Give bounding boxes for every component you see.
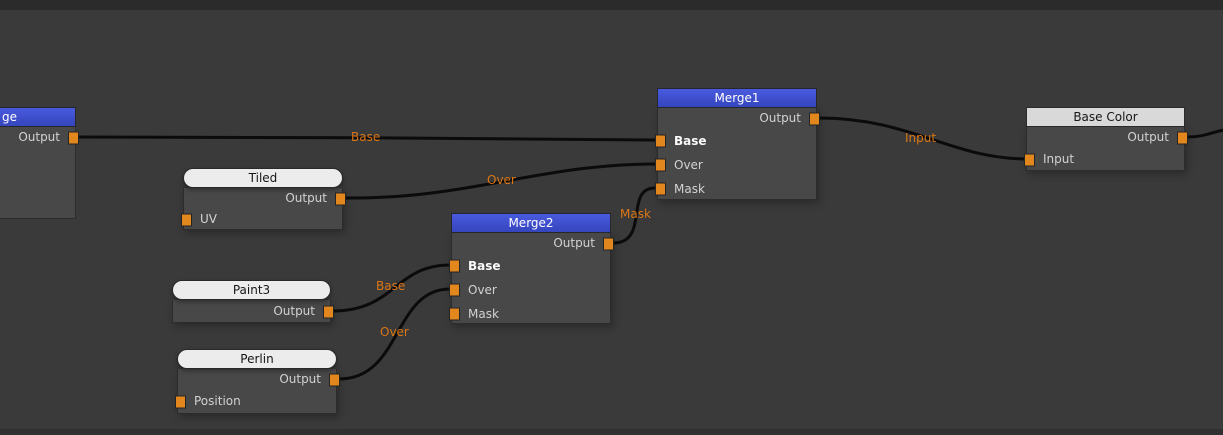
- node-paint3-body[interactable]: Output: [172, 300, 334, 323]
- wire-paint3-to-merge2-base[interactable]: [331, 263, 452, 313]
- node-base-color-input-port[interactable]: [1024, 153, 1035, 166]
- node-merge2-base-label: Base: [468, 259, 501, 273]
- node-merge2-body[interactable]: Output Base Over Mask: [449, 233, 614, 326]
- node-merge1-input-row-base: Base: [655, 129, 816, 153]
- wire-tiled-to-merge1-over[interactable]: [344, 162, 657, 200]
- viewport-top-border: [0, 0, 1223, 10]
- node-paint3-output-row: Output: [173, 300, 334, 323]
- node-perlin-output-row: Output: [178, 369, 340, 390]
- node-merge1-body[interactable]: Output Base Over Mask: [655, 108, 820, 201]
- node-merge1-input-row-over: Over: [655, 153, 816, 177]
- node-merge2-output-row: Output: [452, 233, 614, 254]
- node-perlin[interactable]: Perlin Output Position: [175, 349, 340, 414]
- wire-merge1-to-basecolor-input[interactable]: [817, 116, 1030, 161]
- node-merge1-mask-port[interactable]: [655, 182, 666, 196]
- node-merge2-output-label: Output: [553, 236, 595, 250]
- node-merge2-input-row-mask: Mask: [449, 302, 610, 326]
- node-merge2-input-row-over: Over: [449, 278, 610, 302]
- wire-label-mask: Mask: [620, 207, 651, 221]
- node-merge-partial-output-port[interactable]: [68, 131, 79, 144]
- node-paint3[interactable]: Paint3 Output: [172, 280, 334, 323]
- node-perlin-body[interactable]: Output Position: [175, 369, 340, 414]
- node-merge2-mask-port[interactable]: [449, 307, 460, 321]
- node-merge2[interactable]: Merge2 Output Base Over Mask: [449, 213, 614, 326]
- wire-label-over-perlin: Over: [380, 325, 409, 339]
- node-base-color-title[interactable]: Base Color: [1026, 107, 1185, 127]
- node-perlin-position-label: Position: [194, 394, 241, 408]
- node-perlin-output-label: Output: [279, 372, 321, 386]
- node-paint3-output-label: Output: [273, 304, 315, 318]
- node-merge-partial[interactable]: ge Output: [0, 107, 79, 219]
- node-base-color-input-label: Input: [1043, 152, 1075, 166]
- node-base-color-body[interactable]: Output Input: [1024, 127, 1188, 171]
- node-paint3-output-port[interactable]: [323, 305, 334, 318]
- node-merge1-output-port[interactable]: [809, 112, 820, 125]
- node-merge2-output-port[interactable]: [603, 237, 614, 250]
- node-perlin-position-port[interactable]: [175, 395, 186, 408]
- node-merge1[interactable]: Merge1 Output Base Over Mask: [655, 88, 820, 201]
- node-merge1-base-label: Base: [674, 134, 707, 148]
- node-base-color-input-row: Input: [1024, 148, 1184, 171]
- node-tiled-output-label: Output: [285, 191, 327, 205]
- wire-label-over-tiled: Over: [487, 173, 516, 187]
- wire-merge2-to-merge1-mask[interactable]: [611, 186, 657, 245]
- node-merge2-title[interactable]: Merge2: [451, 213, 611, 233]
- node-merge1-over-port[interactable]: [655, 158, 666, 172]
- node-merge-partial-output-row: Output: [0, 127, 79, 148]
- node-merge2-mask-label: Mask: [468, 307, 499, 321]
- node-tiled[interactable]: Tiled Output UV: [181, 168, 346, 230]
- node-merge1-output-label: Output: [759, 111, 801, 125]
- wire-basecolor-to-offscreen[interactable]: [1185, 128, 1223, 139]
- node-tiled-output-row: Output: [184, 188, 346, 209]
- node-perlin-output-port[interactable]: [329, 373, 340, 386]
- node-merge1-input-row-mask: Mask: [655, 177, 816, 201]
- node-merge1-output-row: Output: [658, 108, 820, 129]
- node-perlin-input-row-position: Position: [175, 390, 336, 413]
- wire-label-base-paint3: Base: [376, 279, 406, 293]
- node-merge-partial-title[interactable]: ge: [0, 107, 76, 127]
- node-tiled-title[interactable]: Tiled: [183, 168, 343, 188]
- node-tiled-uv-port[interactable]: [181, 213, 192, 226]
- node-base-color-output-row: Output: [1027, 127, 1188, 148]
- node-tiled-output-port[interactable]: [335, 192, 346, 205]
- wire-perlin-to-merge2-over[interactable]: [337, 287, 452, 381]
- node-perlin-title[interactable]: Perlin: [177, 349, 337, 369]
- node-merge2-input-row-base: Base: [449, 254, 610, 278]
- node-merge1-base-port[interactable]: [655, 134, 666, 148]
- node-merge-partial-body[interactable]: Output: [0, 127, 79, 219]
- node-merge-partial-output-label: Output: [18, 130, 60, 144]
- wire-label-input: Input: [905, 131, 937, 145]
- node-tiled-uv-label: UV: [200, 212, 217, 226]
- node-merge1-title[interactable]: Merge1: [657, 88, 817, 108]
- wire-merge-to-merge1-base[interactable]: [72, 135, 657, 142]
- node-base-color-output-label: Output: [1127, 130, 1169, 144]
- node-paint3-title[interactable]: Paint3: [172, 280, 331, 300]
- viewport-bottom-border: [0, 429, 1223, 435]
- node-merge2-over-label: Over: [468, 283, 497, 297]
- node-merge2-base-port[interactable]: [449, 259, 460, 273]
- node-tiled-body[interactable]: Output UV: [181, 188, 346, 230]
- node-merge1-over-label: Over: [674, 158, 703, 172]
- node-tiled-input-row-uv: UV: [181, 209, 342, 230]
- node-merge1-mask-label: Mask: [674, 182, 705, 196]
- wire-label-base-left: Base: [351, 130, 381, 144]
- node-merge2-over-port[interactable]: [449, 283, 460, 297]
- node-base-color[interactable]: Base Color Output Input: [1024, 107, 1188, 171]
- node-base-color-output-port[interactable]: [1177, 131, 1188, 144]
